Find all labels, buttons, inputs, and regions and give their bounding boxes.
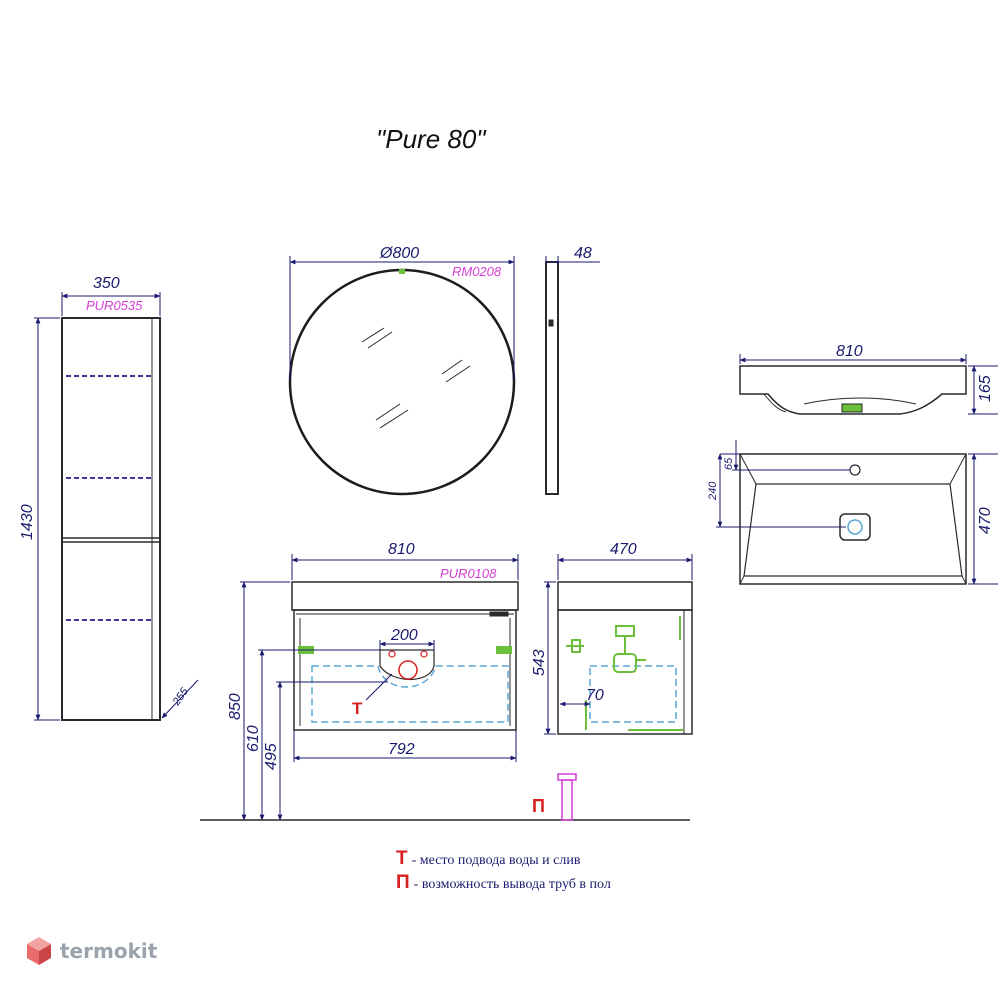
basin-depth-label: 470 xyxy=(977,507,994,534)
brand-watermark: termokit xyxy=(26,936,157,966)
siphon-icon xyxy=(566,625,646,673)
column-width-dimension xyxy=(61,292,161,316)
cabinet-610-label: 610 xyxy=(245,725,262,752)
cutout-width-dimension xyxy=(379,640,435,650)
side-depth-dimension xyxy=(557,554,693,580)
basin-side-view xyxy=(739,365,967,415)
side-height-dimension xyxy=(544,581,556,735)
mirror-diameter-label: Ø800 xyxy=(379,245,419,262)
basin-height-label: 165 xyxy=(977,375,994,402)
floor-outlet-marker: П xyxy=(532,796,545,816)
column-width-label: 350 xyxy=(93,275,120,292)
basin-width-dimension xyxy=(739,354,967,364)
legend-water-mark: Т xyxy=(396,848,408,869)
drain-hole-right xyxy=(420,650,428,658)
cabinet-height-dimensions xyxy=(240,581,388,821)
cabinet-495-label: 495 xyxy=(263,743,280,770)
cutout-width-label: 200 xyxy=(390,627,418,644)
floor-pipe-icon xyxy=(557,773,577,821)
drain-hole-large xyxy=(398,660,418,680)
basin-width-label: 810 xyxy=(836,343,863,360)
water-marker-leader xyxy=(365,673,393,701)
siphon-cutout xyxy=(379,649,435,680)
mirror-side-profile xyxy=(545,261,559,495)
brand-name: termokit xyxy=(60,939,158,963)
cabinet-width-dimension xyxy=(291,554,519,580)
legend-floor-text: - возможность вывода труб в пол xyxy=(413,877,611,892)
mirror-diameter-dimension xyxy=(289,256,515,380)
basin-height-dimension xyxy=(968,365,998,415)
drawer-inner-outline xyxy=(311,665,509,723)
vanity-cabinet-side xyxy=(557,581,693,735)
basin-65-label: 65 xyxy=(723,457,735,470)
side-height-label: 543 xyxy=(531,649,548,676)
basin-top-dimensions xyxy=(716,440,998,585)
legend-floor: П- возможность вывода труб в пол xyxy=(396,872,611,894)
cabinet-inner-width-label: 792 xyxy=(388,741,415,758)
water-supply-marker: Т xyxy=(352,699,363,718)
column-depth-dimension xyxy=(161,679,199,719)
column-code-label: PUR0535 xyxy=(86,298,143,313)
basin-240-label: 240 xyxy=(707,481,719,501)
side-70-label: 70 xyxy=(586,687,604,704)
mirror-depth-dimension xyxy=(545,256,600,264)
legend-water-text: - место подвода воды и слив xyxy=(411,853,581,868)
hinge-right-icon xyxy=(496,646,512,654)
vanity-cabinet-front xyxy=(291,581,519,731)
side-depth-label: 470 xyxy=(610,541,637,558)
cabinet-code-label: PUR0108 xyxy=(440,566,497,581)
column-height-label: 1430 xyxy=(19,504,36,540)
drawing-title: "Pure 80" xyxy=(376,124,486,154)
cabinet-width-label: 810 xyxy=(388,541,415,558)
column-cabinet xyxy=(61,317,161,721)
round-mirror xyxy=(288,268,516,496)
column-height-dimension xyxy=(34,317,60,721)
basin-top-view xyxy=(739,453,967,585)
cube-logo-icon xyxy=(27,937,51,965)
column-depth-label: 255 xyxy=(170,685,191,708)
cabinet-inner-width-dimension xyxy=(293,730,517,762)
mirror-depth-label: 48 xyxy=(574,245,592,262)
mirror-code-label: RM0208 xyxy=(452,264,502,279)
cabinet-height-label: 850 xyxy=(227,693,244,720)
legend-floor-mark: П xyxy=(396,872,410,893)
drain-hole-left xyxy=(388,650,396,658)
mirror-reflection-marks xyxy=(361,327,471,429)
legend-water: Т- место подвода воды и слив xyxy=(396,848,580,870)
